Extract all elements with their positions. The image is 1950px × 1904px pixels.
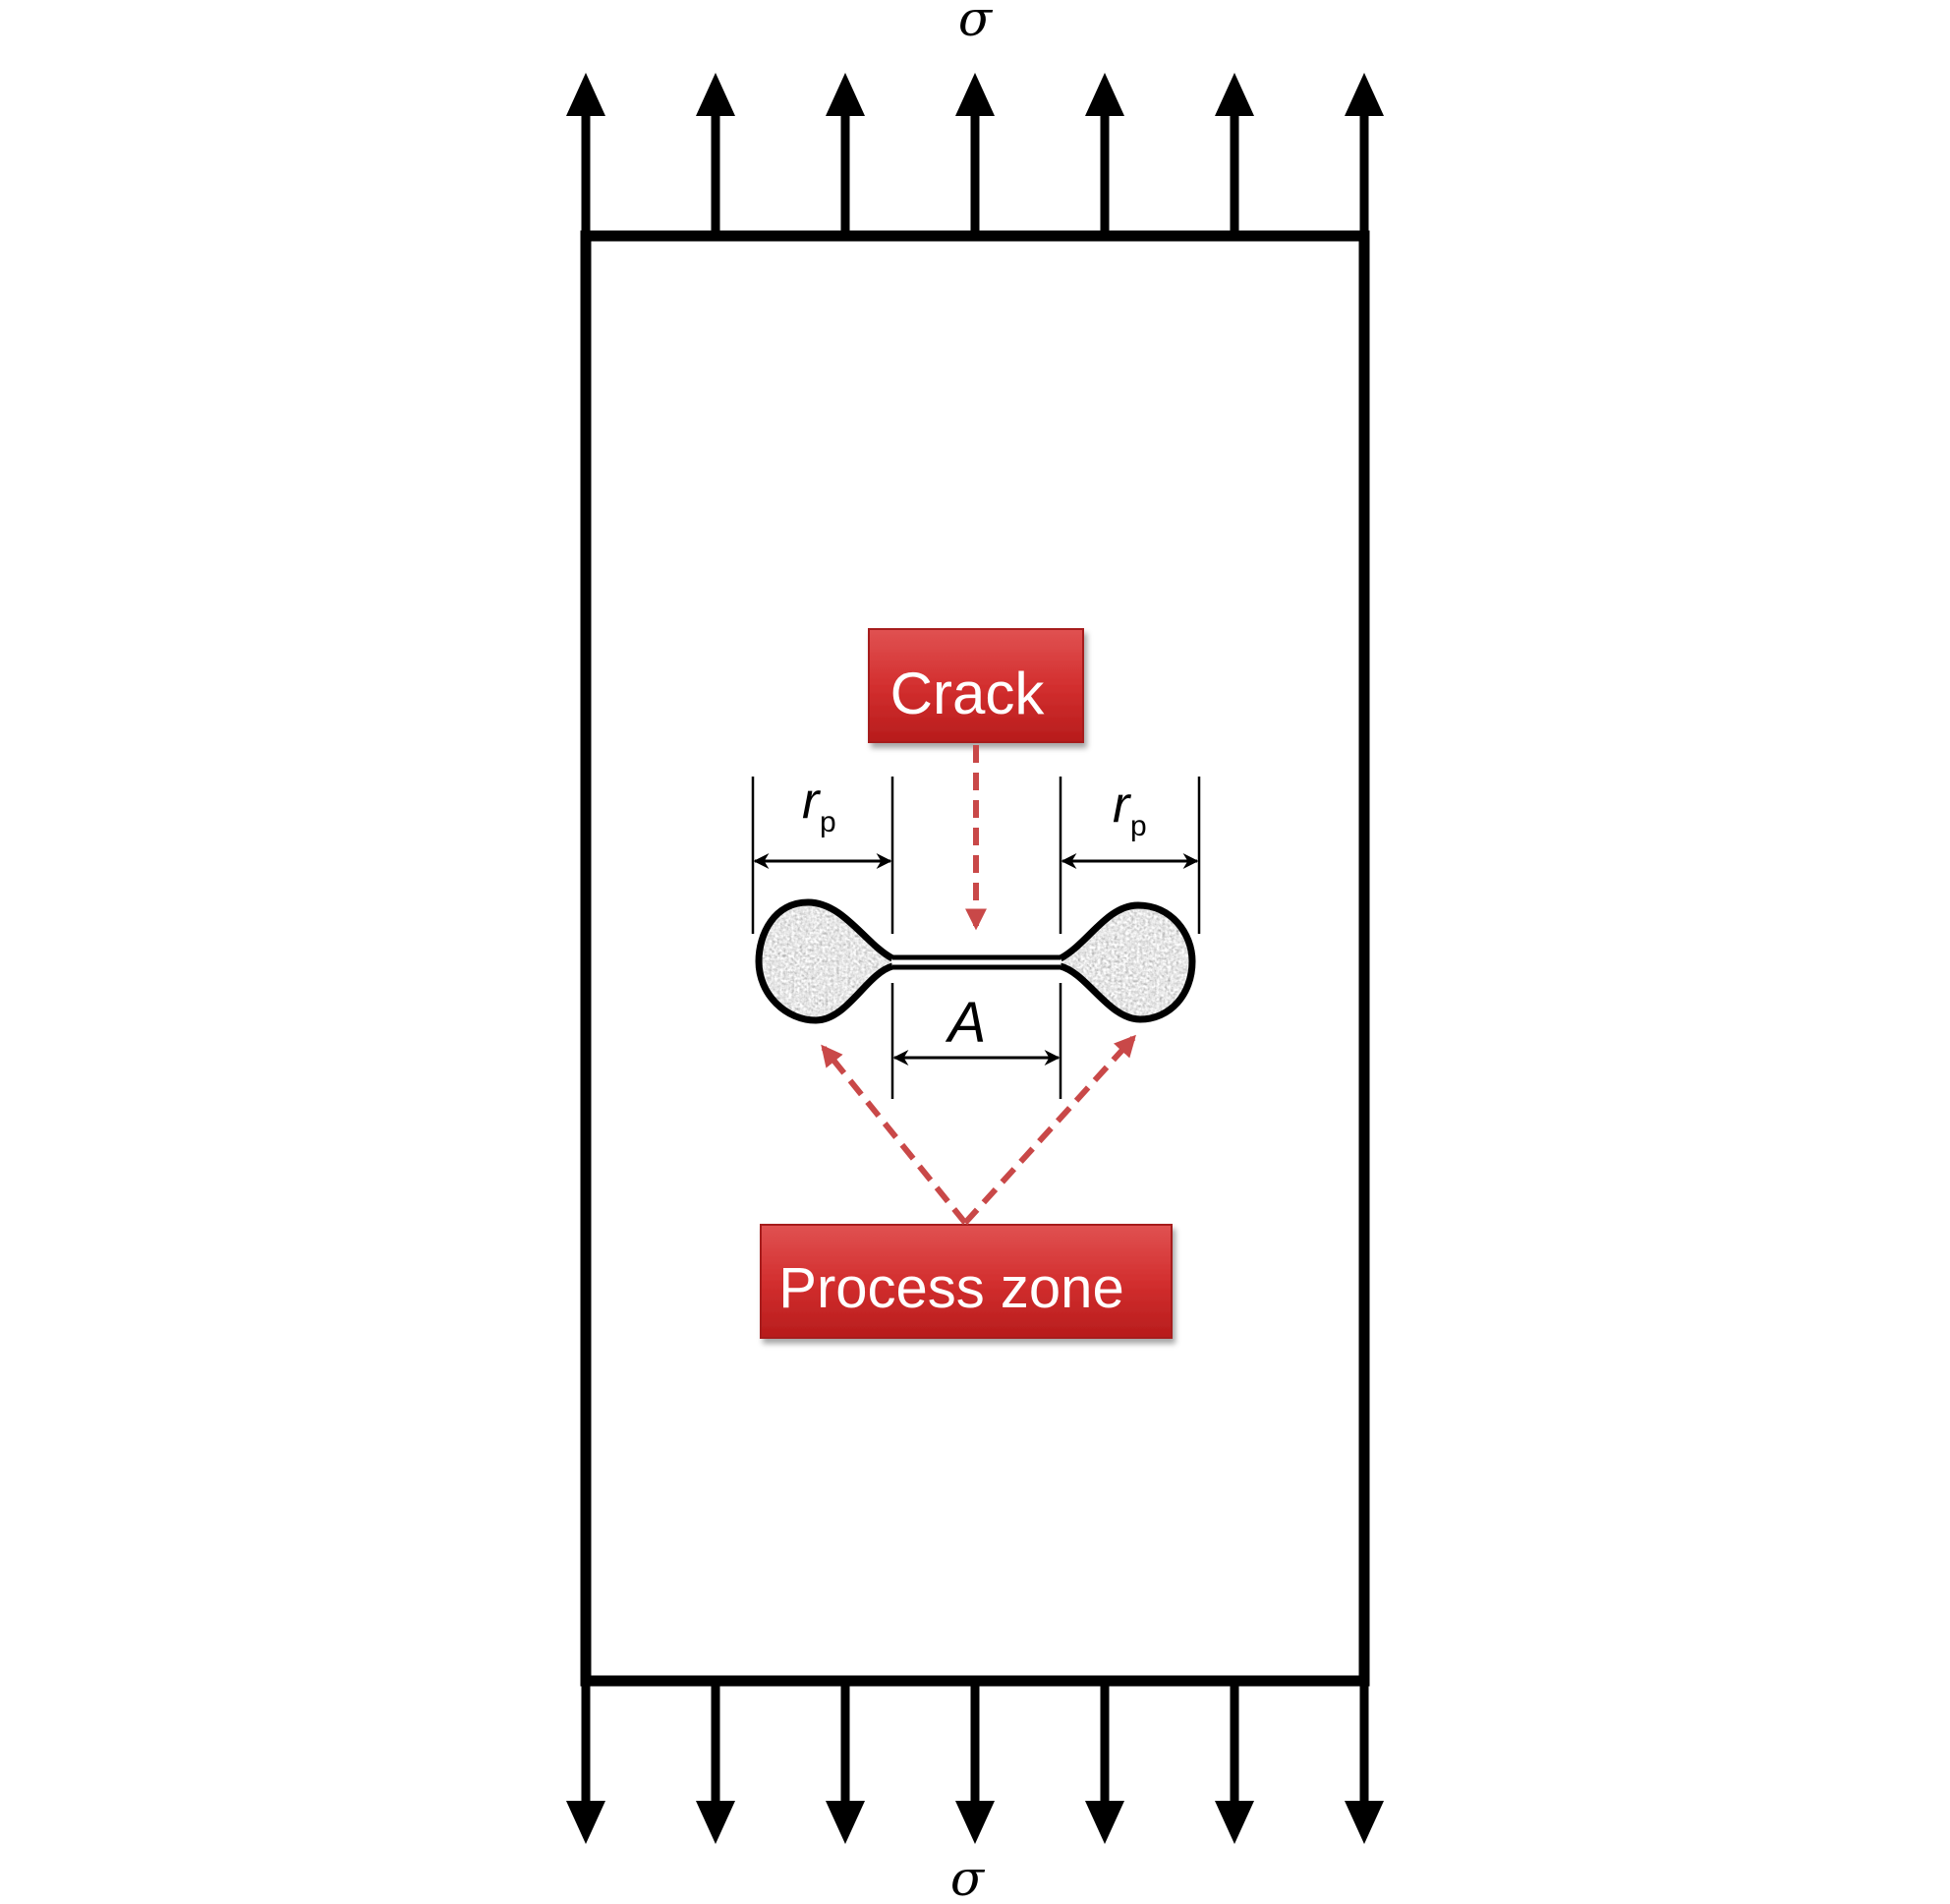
pointer-arrows bbox=[821, 745, 1136, 1226]
top-load-arrows bbox=[566, 73, 1384, 236]
top-arrow bbox=[1345, 73, 1384, 236]
top-arrow bbox=[826, 73, 865, 236]
process-zone-label: Process zone bbox=[778, 1256, 1123, 1320]
crack-line bbox=[892, 954, 1061, 970]
left-zone-pointer bbox=[821, 1044, 968, 1225]
right-zone-pointer bbox=[962, 1034, 1136, 1226]
right-process-zone bbox=[1059, 901, 1196, 1023]
crack-label-box bbox=[868, 628, 1084, 743]
left-rp-dimension bbox=[751, 777, 894, 934]
top-arrow bbox=[955, 73, 995, 236]
right-rp-dimension bbox=[1059, 777, 1201, 934]
bottom-arrow bbox=[826, 1681, 865, 1844]
process-zone-label-box bbox=[760, 1224, 1173, 1339]
bottom-load-arrows bbox=[566, 1681, 1384, 1844]
crack-length-symbol: A bbox=[946, 991, 987, 1055]
top-arrow bbox=[1215, 73, 1254, 236]
stress-label-top: σ bbox=[958, 0, 994, 47]
left-process-zone bbox=[755, 898, 894, 1024]
bottom-arrow bbox=[955, 1681, 995, 1844]
crack-label: Crack bbox=[890, 661, 1046, 726]
top-arrow bbox=[696, 73, 735, 236]
right-rp-subscript: p bbox=[1130, 810, 1147, 842]
right-rp-symbol: r bbox=[1113, 777, 1132, 834]
bottom-arrow bbox=[566, 1681, 605, 1844]
top-arrow bbox=[1085, 73, 1124, 236]
top-arrow bbox=[566, 73, 605, 236]
bottom-arrow bbox=[1345, 1681, 1384, 1844]
stress-label-bottom: σ bbox=[950, 1850, 986, 1904]
bottom-arrow bbox=[696, 1681, 735, 1844]
left-rp-symbol: r bbox=[802, 773, 822, 830]
left-rp-subscript: p bbox=[820, 806, 836, 838]
bottom-arrow bbox=[1215, 1681, 1254, 1844]
bottom-arrow bbox=[1085, 1681, 1124, 1844]
crack-length-dimension bbox=[890, 983, 1062, 1099]
